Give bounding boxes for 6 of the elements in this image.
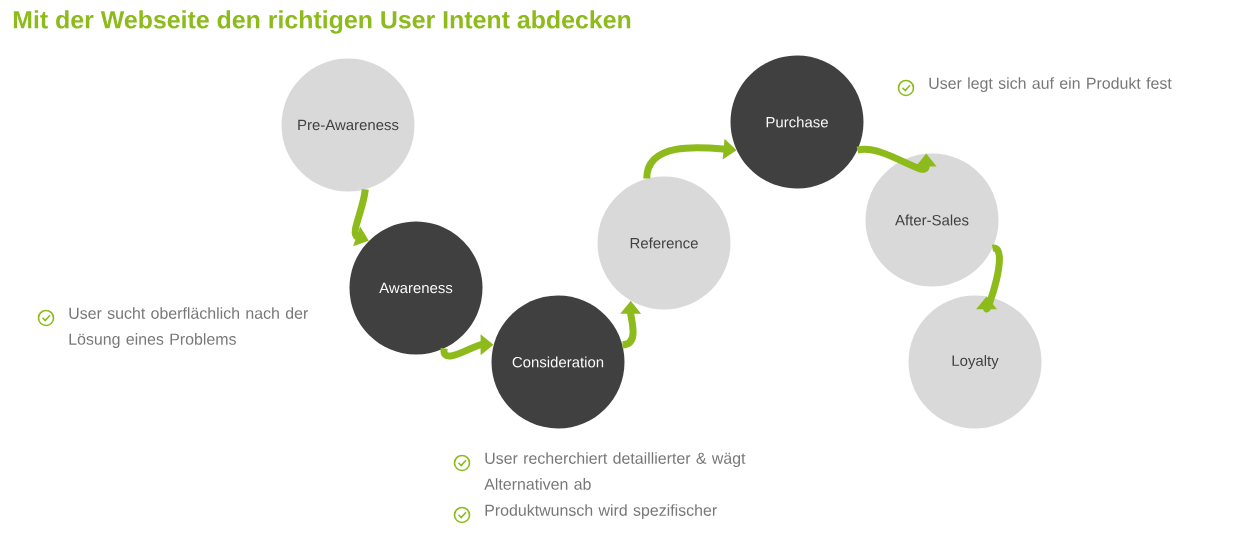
title: Mit der Webseite den richtigen User Intent abdecken bbox=[13, 10, 631, 34]
note-text: User legt sich auf ein Produkt fest bbox=[929, 77, 1172, 93]
note-text: Produktwunsch wird spezifischer bbox=[485, 504, 717, 520]
note-text: User recherchiert detaillierter & wägt Alternativen ab bbox=[484, 452, 746, 490]
note-text: User sucht oberflächlich nach der Lösung eines Problems bbox=[69, 307, 308, 348]
curved-arrow bbox=[976, 244, 1003, 311]
